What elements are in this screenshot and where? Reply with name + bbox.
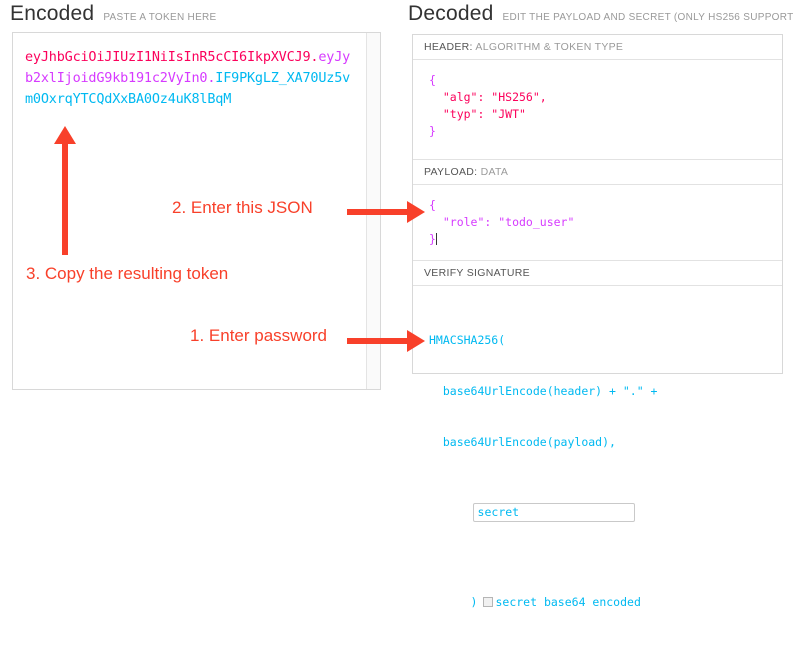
header-section-label-muted: ALGORITHM & TOKEN TYPE: [475, 41, 624, 53]
decoded-column-heading: Decoded EDIT THE PAYLOAD AND SECRET (ONL…: [408, 2, 793, 26]
decoded-subtitle-text: EDIT THE PAYLOAD AND SECRET (ONLY HS256 …: [502, 12, 793, 23]
payload-section-label-strong: PAYLOAD:: [424, 166, 478, 178]
header-json-line: {: [429, 73, 436, 87]
secret-base64-checkbox[interactable]: [483, 597, 494, 607]
header-json-line: "alg": "HS256",: [429, 90, 547, 104]
annotation-step-1-label: 1. Enter password: [190, 326, 328, 345]
hmac-line-2: base64UrlEncode(header) + "." +: [429, 384, 658, 398]
encoded-title-text: Encoded: [10, 2, 95, 25]
arrow-head: [407, 201, 425, 223]
hmac-line-1: HMACSHA256(: [429, 333, 506, 347]
token-dot-1: .: [310, 49, 319, 65]
payload-section-label-muted: DATA: [480, 166, 509, 178]
annotation-step-3-arrow-head: [54, 126, 76, 144]
header-section-label: HEADER: ALGORITHM & TOKEN TYPE: [413, 35, 782, 60]
closing-paren: ): [470, 595, 478, 609]
signature-section-label: VERIFY SIGNATURE: [413, 261, 782, 286]
arrow-shaft: [347, 209, 409, 215]
token-header-segment: eyJhbGciOiJIUzI1NiIsInR5cCI6IkpXVCJ9: [25, 49, 311, 65]
encoded-token-text[interactable]: eyJhbGciOiJIUzI1NiIsInR5cCI6IkpXVCJ9.eyJ…: [25, 47, 355, 110]
token-signature-segment: IF9PKgLZ_XA70Uz5vm0OxrqYTCQdXxBA0Oz4uK8l…: [25, 70, 351, 107]
payload-section-label: PAYLOAD: DATA: [413, 160, 782, 185]
arrow-head: [407, 330, 425, 352]
text-caret: [435, 233, 437, 245]
hmac-line-3: base64UrlEncode(payload),: [429, 435, 616, 449]
token-dot-2: .: [207, 70, 216, 86]
header-json-editor[interactable]: { "alg": "HS256", "typ": "JWT"}: [413, 60, 782, 160]
payload-json-line: }: [429, 232, 437, 246]
encoded-subtitle-text: PASTE A TOKEN HERE: [103, 12, 217, 23]
decoded-panel: HEADER: ALGORITHM & TOKEN TYPE { "alg": …: [412, 34, 783, 609]
annotation-step-3-arrow-shaft: [62, 143, 68, 255]
header-section-label-strong: HEADER:: [424, 41, 473, 53]
secret-input[interactable]: [472, 503, 635, 522]
header-json-line: }: [429, 124, 436, 138]
signature-section-label-strong: VERIFY SIGNATURE: [424, 267, 530, 279]
payload-json-editor[interactable]: { "role": "todo_user"}: [413, 185, 782, 261]
decoded-title-text: Decoded: [408, 2, 494, 25]
payload-json-line: {: [429, 198, 436, 212]
signature-editor: HMACSHA256( base64UrlEncode(header) + ".…: [413, 286, 782, 609]
secret-base64-label: secret base64 encoded: [495, 595, 641, 609]
payload-json-line: "role": "todo_user": [429, 215, 575, 229]
annotation-step-2-label: 2. Enter this JSON: [172, 198, 313, 217]
encoded-column-heading: Encoded PASTE A TOKEN HERE: [10, 2, 217, 26]
header-json-line: "typ": "JWT": [429, 107, 526, 121]
arrow-shaft: [347, 338, 409, 344]
token-payload-segment: eyJyb2xlIjoidG9kb191c2VyIn0: [25, 49, 351, 86]
annotation-step-3-label: 3. Copy the resulting token: [26, 264, 229, 283]
